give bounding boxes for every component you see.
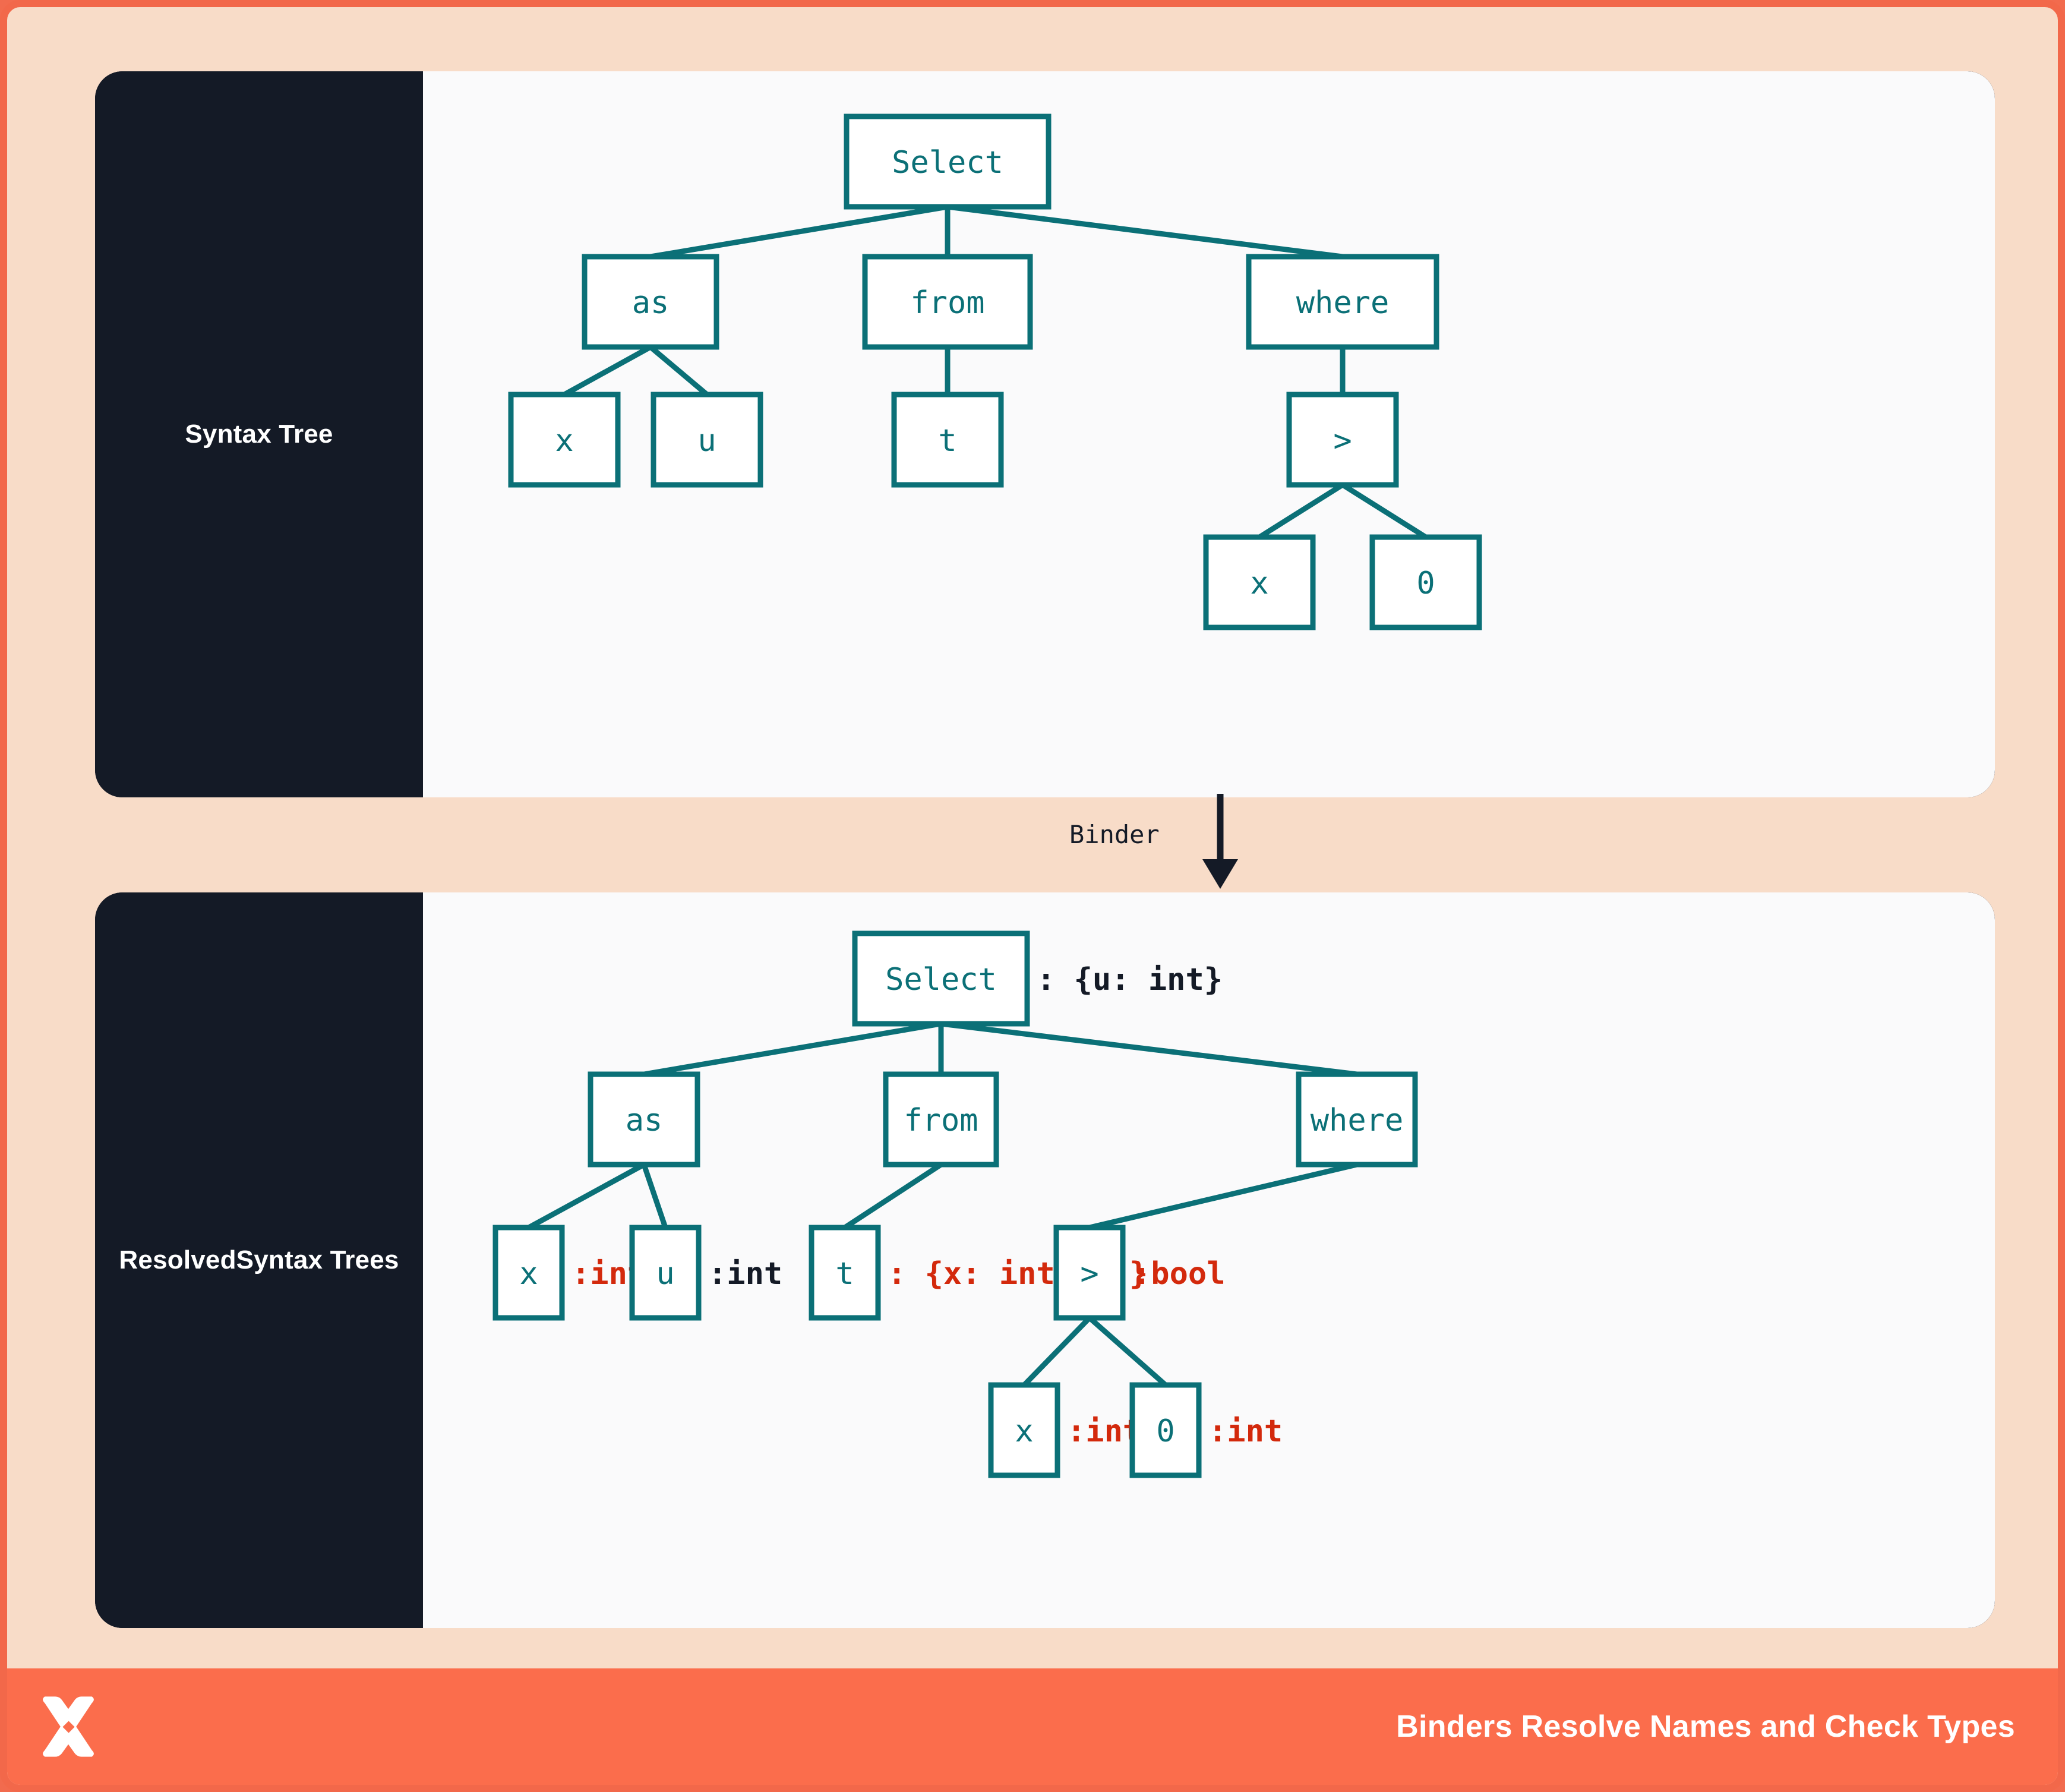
tree-edge: [527, 1162, 646, 1230]
node-type-annotation: :int: [1067, 1414, 1141, 1449]
node-box: [1129, 1382, 1202, 1478]
node-box: [1203, 534, 1316, 630]
node-label: where: [1311, 1103, 1404, 1138]
node-box: [1296, 1071, 1418, 1168]
node-label: x: [1250, 566, 1268, 601]
tree-node-from[interactable]: from: [862, 254, 1033, 350]
node-label: Select: [885, 962, 997, 998]
tree-node-as[interactable]: as: [582, 254, 719, 350]
node-box: [883, 1071, 999, 1168]
tree-node-gt-0[interactable]: 0 :int: [1129, 1382, 1283, 1478]
tree-edge: [1258, 482, 1344, 540]
binder-arrow-icon: [1202, 794, 1238, 889]
node-box: [844, 113, 1052, 210]
tree-node-gt-x[interactable]: x :int: [988, 1382, 1141, 1478]
binder-label: Binder: [1069, 820, 1160, 849]
panel-syntax-tree: Syntax Tree Select as from where x u t > x 0: [95, 71, 1995, 797]
node-label: 0: [1156, 1414, 1174, 1449]
tree-edge: [1088, 1315, 1167, 1387]
node-label: x: [555, 423, 573, 459]
tree-edges: [563, 204, 1428, 540]
node-label: as: [632, 285, 670, 321]
node-type-annotation: :bool: [1132, 1256, 1226, 1292]
tree-edges: [527, 1021, 1358, 1387]
node-box: [629, 1225, 702, 1321]
tree-node-as-x[interactable]: x: [508, 392, 621, 488]
tree-node-as-x[interactable]: x:int: [492, 1225, 646, 1321]
tree-edge: [1088, 1162, 1358, 1231]
tree-edge: [940, 1021, 1357, 1077]
node-box: [508, 392, 621, 488]
node-box: [891, 392, 1004, 488]
node-label: t: [938, 423, 956, 459]
tree-edge: [1341, 482, 1428, 540]
panel-label-line: Resolved: [119, 1245, 236, 1274]
tree-node-gt[interactable]: > :bool: [1053, 1225, 1226, 1321]
tree-edge: [563, 345, 652, 397]
node-type-annotation: :int: [1208, 1414, 1283, 1449]
node-label: x: [1015, 1414, 1033, 1449]
node-box: [862, 254, 1033, 350]
node-box: [852, 930, 1030, 1027]
footer-title: Binders Resolve Names and Check Types: [1396, 1709, 2015, 1744]
node-box: [492, 1225, 565, 1321]
tree-node-gt[interactable]: >: [1286, 392, 1399, 488]
tree-node-from[interactable]: from: [883, 1071, 999, 1168]
panel-label-line: Syntax Trees: [236, 1245, 399, 1274]
node-label: x: [519, 1256, 538, 1292]
tree-svg-syntax-tree: Select as from where x u t > x 0: [508, 113, 1482, 630]
tree-edge: [1022, 1315, 1092, 1387]
footer-bar: Binders Resolve Names and Check Types: [7, 1668, 2058, 1785]
node-box: [1369, 534, 1482, 630]
node-label: Select: [892, 145, 1003, 181]
node-type-annotation: : {u: int}: [1037, 962, 1223, 998]
tree-node-as-u[interactable]: u :int: [629, 1225, 782, 1321]
node-label: from: [904, 1103, 978, 1138]
tree-edge: [649, 345, 709, 397]
node-box: [988, 1382, 1060, 1478]
tree-canvas-syntax-tree: Select as from where x u t > x 0: [423, 71, 1995, 797]
node-label: t: [835, 1256, 854, 1292]
node-label: from: [910, 285, 984, 321]
tree-node-where[interactable]: where: [1296, 1071, 1418, 1168]
node-box: [809, 1225, 881, 1321]
tree-edge: [843, 1162, 943, 1230]
node-box: [1286, 392, 1399, 488]
tree-node-from-t[interactable]: t: [891, 392, 1004, 488]
node-label: u: [697, 423, 716, 459]
node-label: >: [1333, 423, 1352, 459]
tree-edge: [947, 204, 1343, 260]
node-label: as: [626, 1103, 663, 1138]
node-label: >: [1080, 1256, 1098, 1292]
tree-node-select[interactable]: Select: [844, 113, 1052, 210]
node-box: [651, 392, 763, 488]
tree-edge: [650, 204, 948, 260]
tree-node-as[interactable]: as: [588, 1071, 700, 1168]
node-label: where: [1296, 285, 1390, 321]
node-label: 0: [1416, 566, 1435, 601]
panel-label-syntax-tree: Syntax Tree: [95, 71, 423, 797]
tree-edge: [643, 1021, 942, 1077]
tree-node-select[interactable]: Select : {u: int}: [852, 930, 1223, 1027]
node-box: [588, 1071, 700, 1168]
tree-node-where[interactable]: where: [1246, 254, 1439, 350]
node-label: u: [656, 1256, 674, 1292]
x-mark-logo-icon: [43, 1696, 94, 1757]
tree-node-gt-0[interactable]: 0: [1369, 534, 1482, 630]
node-box: [1053, 1225, 1126, 1321]
tree-edge: [641, 1163, 668, 1229]
node-type-annotation: :int: [708, 1256, 782, 1292]
tree-node-gt-x[interactable]: x: [1203, 534, 1316, 630]
binder-transition: Binder: [95, 794, 1995, 892]
tree-node-as-u[interactable]: u: [651, 392, 763, 488]
node-box: [1246, 254, 1439, 350]
node-box: [582, 254, 719, 350]
